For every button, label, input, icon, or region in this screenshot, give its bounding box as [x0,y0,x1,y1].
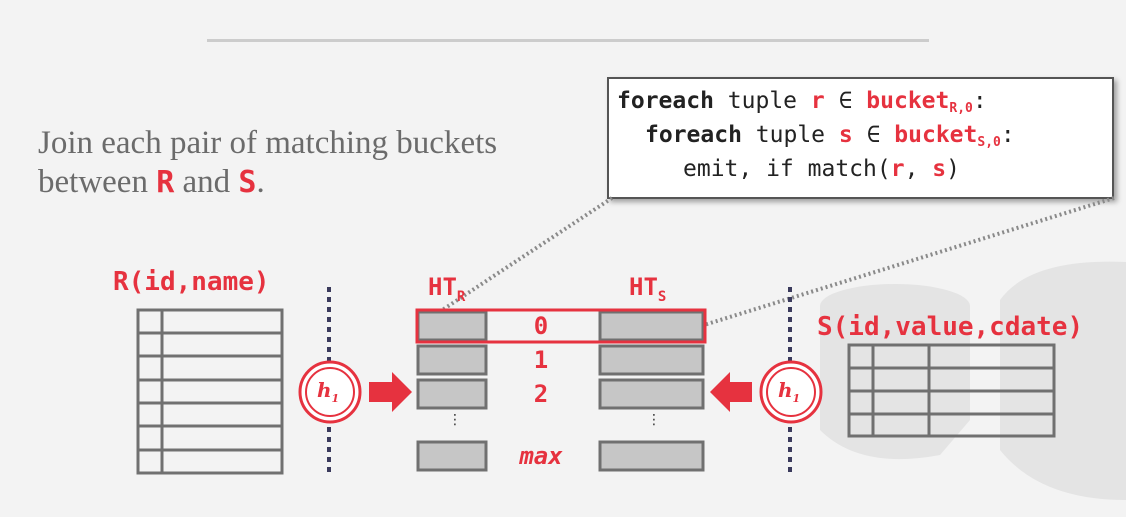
table-r [136,308,284,475]
bucket-index-max: max [519,442,563,470]
ht-r-name: HT [428,273,457,301]
bucket-index-2: 2 [533,380,549,408]
code-var-r: r [890,156,905,182]
code-var-s: s [932,156,947,182]
leader-line-left [416,196,614,328]
code-var-s: s [838,122,853,148]
code-text: ) [946,156,960,182]
leader-line-right [703,196,1115,327]
hash-label-left: h1 [317,378,339,405]
code-bucket-sub: S,0 [977,135,1001,150]
code-line-2: foreach tuple s ∈ bucketS,0: [645,121,1015,157]
bucket-index-0: 0 [533,312,549,340]
ht-r-buckets [416,310,488,472]
bucket-index-1: 1 [533,346,549,374]
hash-sub: 1 [792,392,801,405]
ht-s-label: HTS [629,273,666,305]
code-bucket: bucket [894,122,978,148]
ht-s-name: HT [629,273,658,301]
code-colon: : [1000,122,1015,148]
code-bucket: bucket [866,88,950,114]
hash-name: h [317,378,332,402]
code-var-r: r [810,88,825,114]
code-in: ∈ [852,122,895,148]
hash-function-right [759,360,823,424]
ht-s-ellipsis: ⋮ [647,412,661,428]
arrow-right-icon [369,372,412,412]
arrow-left-icon [710,372,752,412]
code-text: emit, if match( [683,156,891,182]
headline-s: S [238,165,257,200]
ht-r-ellipsis: ⋮ [448,412,462,428]
ht-r-sub: R [456,289,466,305]
hash-label-right: h1 [778,378,800,405]
ht-s-sub: S [657,289,667,305]
background-logo [820,261,1126,500]
headline-period: . [256,164,265,200]
headline-and: and [174,164,239,200]
code-line-3: emit, if match(r, s) [683,155,960,183]
code-text: , [904,156,933,182]
top-rule [207,39,929,42]
code-in: ∈ [824,88,867,114]
code-text: tuple [741,122,839,148]
code-keyword: foreach [645,122,742,148]
table-s-label: S(id,value,cdate) [817,312,1084,342]
code-colon: : [972,88,987,114]
ht-s-buckets [598,310,705,472]
table-r-label: R(id,name) [113,267,270,297]
headline: Join each pair of matching buckets betwe… [38,124,598,202]
hash-function-left [298,360,362,424]
code-bucket-sub: R,0 [949,101,973,116]
code-keyword: foreach [617,88,714,114]
code-line-1: foreach tuple r ∈ bucketR,0: [617,87,987,123]
headline-text: Join each pair of matching buckets betwe… [38,125,498,200]
hash-name: h [778,378,793,402]
code-text: tuple [713,88,811,114]
bucket-0-highlight [415,308,707,344]
headline-r: R [156,165,175,200]
ht-r-label: HTR [428,273,465,305]
table-s [847,343,1056,438]
hash-sub: 1 [331,392,340,405]
code-box: foreach tuple r ∈ bucketR,0: foreach tup… [607,77,1114,199]
